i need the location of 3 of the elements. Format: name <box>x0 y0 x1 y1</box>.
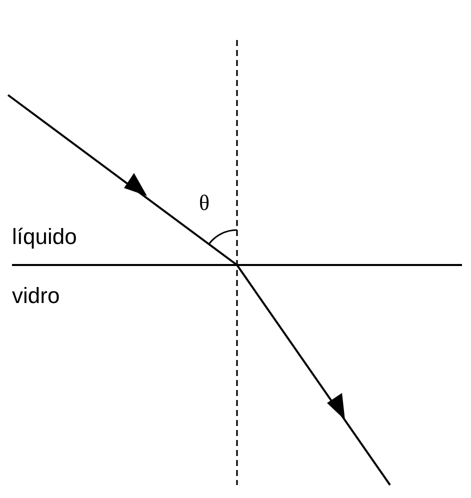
medium-label: líquido <box>12 226 77 248</box>
angle-symbol: θ <box>199 192 210 214</box>
medium-label: vidro <box>12 285 60 307</box>
